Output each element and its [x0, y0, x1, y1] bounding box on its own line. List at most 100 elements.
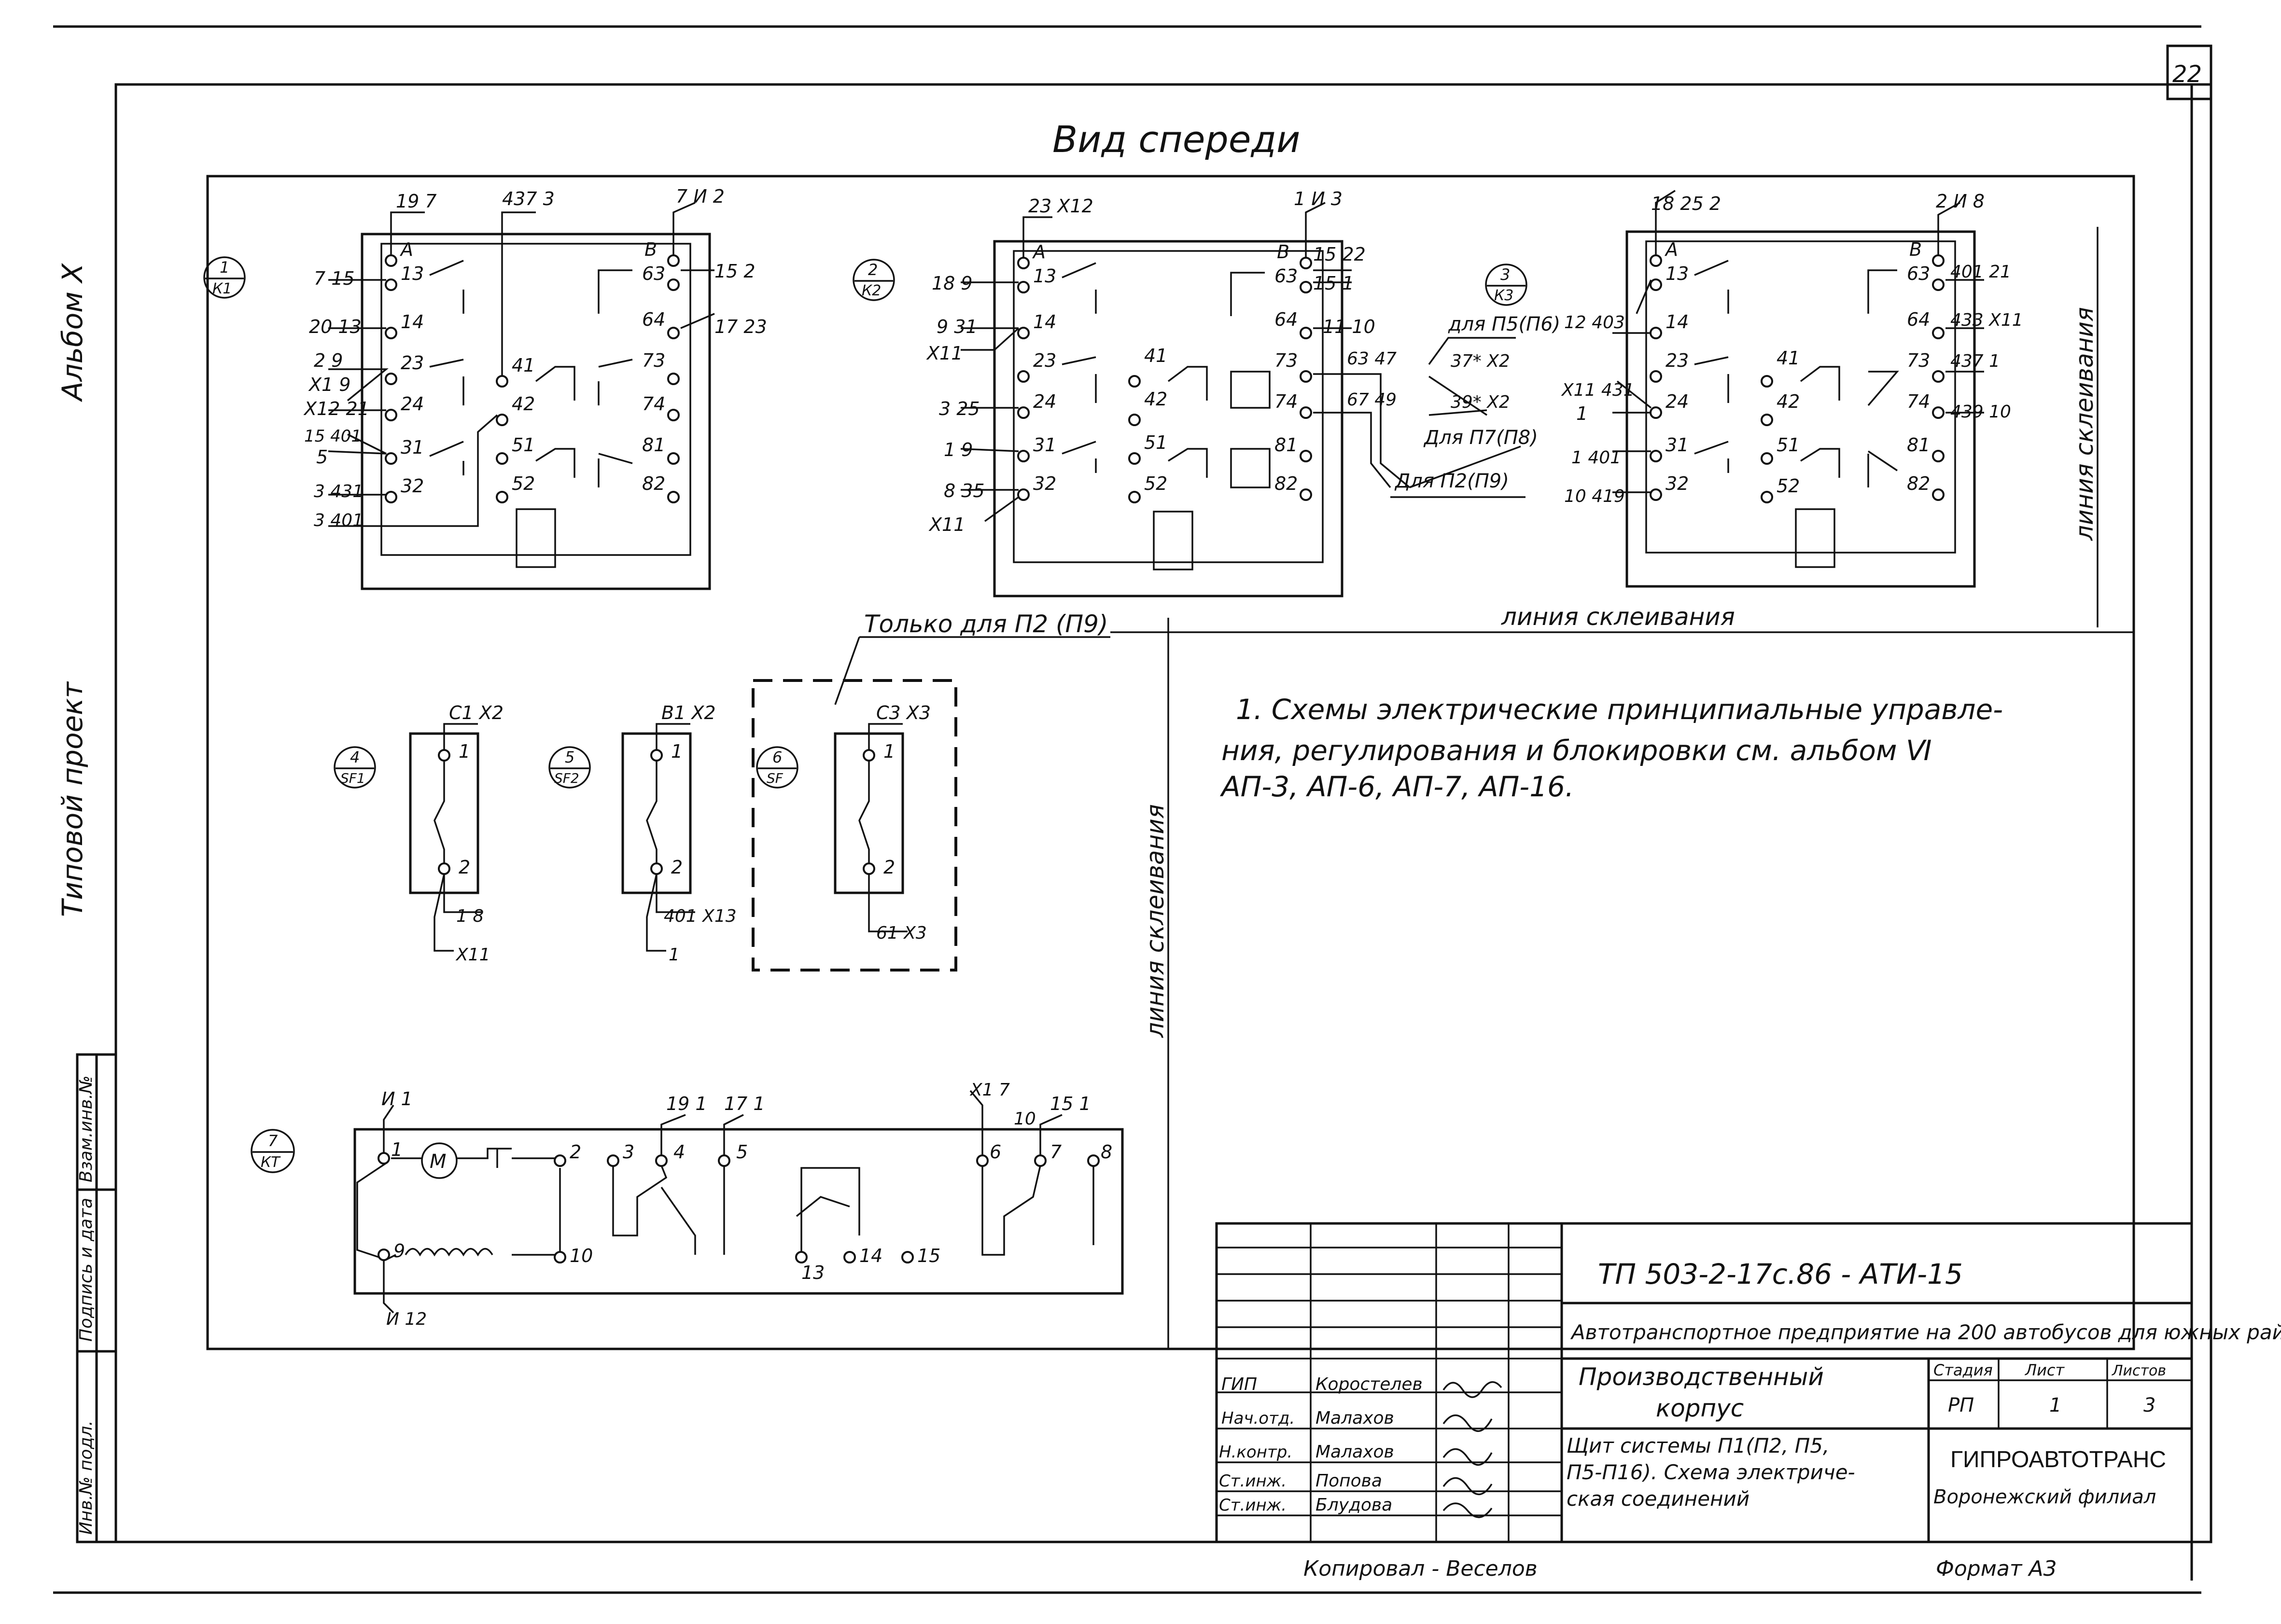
gluing-line-right: линия склеивания [2071, 307, 2099, 541]
timer-term-1: 1 [391, 1139, 403, 1160]
sheet-format: Формат А3 [1936, 1556, 2057, 1581]
signature-1 [1442, 1381, 1502, 1398]
relay-k2-wire-23-x12: 23 Х12 [1028, 195, 1093, 217]
relay-k2-term-81: 81 [1274, 434, 1298, 456]
tb-sheet-title-line2: П5-П16). Схема электриче- [1567, 1460, 1855, 1484]
breaker-sf2-bottom-wire2: 1 [669, 945, 680, 965]
timer-kt-symbol-bottom: КТ [261, 1154, 281, 1171]
relay-k3-term-B: B [1909, 239, 1922, 260]
breaker-sf2-bottom-wire: 401 Х13 [664, 906, 737, 926]
breaker-sf: 6 SF 1 2 С3 Х3 61 Х3 [756, 702, 931, 943]
note-39-x2: 39* Х2 [1451, 392, 1510, 412]
motor-label: М [430, 1151, 447, 1173]
relay-k3-symbol [1485, 264, 1527, 306]
relay-k1-right-terminals: B 63 64 73 74 81 82 [598, 239, 680, 503]
relay-k2-term-31: 31 [1033, 434, 1056, 456]
album-label: Альбом Ⅹ [56, 263, 89, 403]
relay-k1-wire-x12-21: Х12 21 [303, 398, 369, 419]
relay-k1-term-82: 82 [642, 473, 665, 494]
relay-k1-term-B: B [644, 239, 657, 260]
motor-symbol [421, 1142, 458, 1179]
breaker-sf1-bottom-wire2: Х11 [455, 945, 490, 965]
relay-k1-symbol-top: 1 [220, 258, 229, 277]
relay-k2-symbol [853, 259, 895, 301]
timer-wire-i-1: И 1 [381, 1088, 413, 1110]
relay-k3-term-13: 13 [1665, 263, 1689, 284]
general-note: 1. Схемы электрические принципиальные уп… [1219, 693, 2003, 803]
relay-k1-term-23: 23 [401, 352, 424, 374]
timer-term-6: 6 [990, 1141, 1001, 1163]
left-stamp: Взам.инв.№ Подпись и дата Инв.№ подл. [76, 1053, 117, 1543]
relay-k3: 3 К3 A 13 14 23 24 31 32 41 42 51 52 [1485, 190, 2023, 588]
relay-k1-term-13: 13 [401, 263, 424, 284]
gluing-lines: линия склеивания линия склеивания линия … [1110, 227, 2134, 1349]
relay-k1-wire-15-2: 15 2 [714, 261, 756, 282]
relay-k2-symbol-top: 2 [868, 261, 878, 279]
timer-term-15: 15 [917, 1245, 940, 1266]
breaker-sf1-symbol [334, 746, 376, 789]
relay-k1-wire-7-15: 7 15 [314, 268, 355, 289]
breaker-sf1-symbol-top: 4 [350, 748, 360, 766]
relay-k1-wire-3-401: 3 401 [314, 511, 364, 530]
relay-k2-body [993, 240, 1343, 597]
relay-k2-term-23: 23 [1033, 350, 1056, 371]
relay-k2-symbol-bottom: К2 [862, 282, 881, 299]
breaker-sf1-term-2: 2 [459, 857, 470, 878]
drawing-area [206, 175, 2135, 1350]
relay-k2-term-64: 64 [1274, 309, 1298, 330]
gluing-line-horizontal: линия склеивания [1501, 603, 1735, 631]
breaker-sf-bottom-wire: 61 Х3 [876, 923, 927, 943]
relay-k1-mid-terminals: 41 42 51 52 [496, 355, 575, 503]
tb-building-line2: корпус [1656, 1394, 1744, 1422]
relay-k2-term-13: 13 [1033, 265, 1056, 287]
timer-wire-10: 10 [1014, 1109, 1036, 1129]
tb-role-4: Ст.инж. [1219, 1471, 1287, 1491]
relay-k3-term-51: 51 [1777, 434, 1800, 456]
tb-name-1: Коростелев [1315, 1374, 1423, 1394]
timer-term-7: 7 [1050, 1141, 1062, 1163]
breaker-sf-term-1: 1 [883, 741, 895, 762]
relay-k1-term-14: 14 [401, 311, 424, 333]
relay-k3-term-32: 32 [1665, 473, 1689, 494]
tb-org-line2: Воронежский филиал [1933, 1486, 2156, 1508]
relay-k3-wire-401-21: 401 21 [1950, 262, 2011, 282]
relay-k1-term-31: 31 [401, 437, 424, 458]
relay-k2-term-63: 63 [1274, 265, 1298, 287]
relay-k3-term-31: 31 [1665, 434, 1689, 456]
timer-kt-symbol [251, 1129, 295, 1173]
relay-k2-right-terminals: B 63 64 73 74 81 82 [1230, 241, 1312, 501]
relay-k3-wire-1-401: 1 401 [1571, 448, 1621, 468]
drawing-frame [114, 83, 2212, 1543]
relay-k1-term-24: 24 [401, 393, 424, 415]
relay-k3-wire-1: 1 [1576, 403, 1588, 424]
signature-2 [1442, 1414, 1493, 1432]
breaker-sf-top-wire: С3 Х3 [876, 702, 931, 723]
tb-name-5: Блудова [1315, 1495, 1392, 1515]
relay-k1-body [361, 233, 711, 590]
p2-only-dashed-frame [752, 679, 957, 972]
relay-k3-wire-x11-431: Х11 431 [1561, 380, 1635, 400]
timer-term-5: 5 [736, 1141, 748, 1163]
relay-k2-wire-3-25: 3 25 [939, 398, 980, 419]
title-block: ТП 503-2-17с.86 - АТИ-15 Автотранспортно… [1215, 1222, 2281, 1543]
relay-k1-term-52: 52 [512, 473, 535, 494]
relay-k2-variant-notes: для П5(П6) 37* Х2 39* Х2 Для П7(П8) Для … [1390, 313, 1560, 498]
relay-k1-term-42: 42 [512, 393, 535, 415]
tb-enterprise: Автотранспортное предприятие на 200 авто… [1570, 1320, 2281, 1344]
relay-k2-term-14: 14 [1033, 311, 1056, 333]
relay-k1-wire-x1-9: Х1 9 [308, 374, 350, 395]
relay-k2-wire-x11: Х11 [926, 343, 963, 364]
relay-k3-term-73: 73 [1907, 350, 1930, 371]
relay-k1-wire-2-9: 2 9 [314, 350, 343, 371]
relay-k2-wires: 23 Х12 18 9 9 31 Х11 3 25 1 9 8 35 Х11 1… [926, 188, 1411, 535]
timer-kt-body [353, 1128, 1124, 1295]
breaker-sf2-symbol-top: 5 [565, 748, 574, 766]
note-for-p2-p9: Для П2(П9) [1394, 470, 1509, 492]
tb-org-line1: ГИПРОАВТОТРАНС [1950, 1447, 2166, 1472]
relay-k1-term-64: 64 [642, 309, 665, 330]
signature-5 [1442, 1502, 1493, 1518]
tb-col-stage: Стадия [1933, 1361, 1993, 1379]
tb-stage: РП [1948, 1394, 1974, 1416]
relay-k1-symbol [203, 256, 246, 299]
